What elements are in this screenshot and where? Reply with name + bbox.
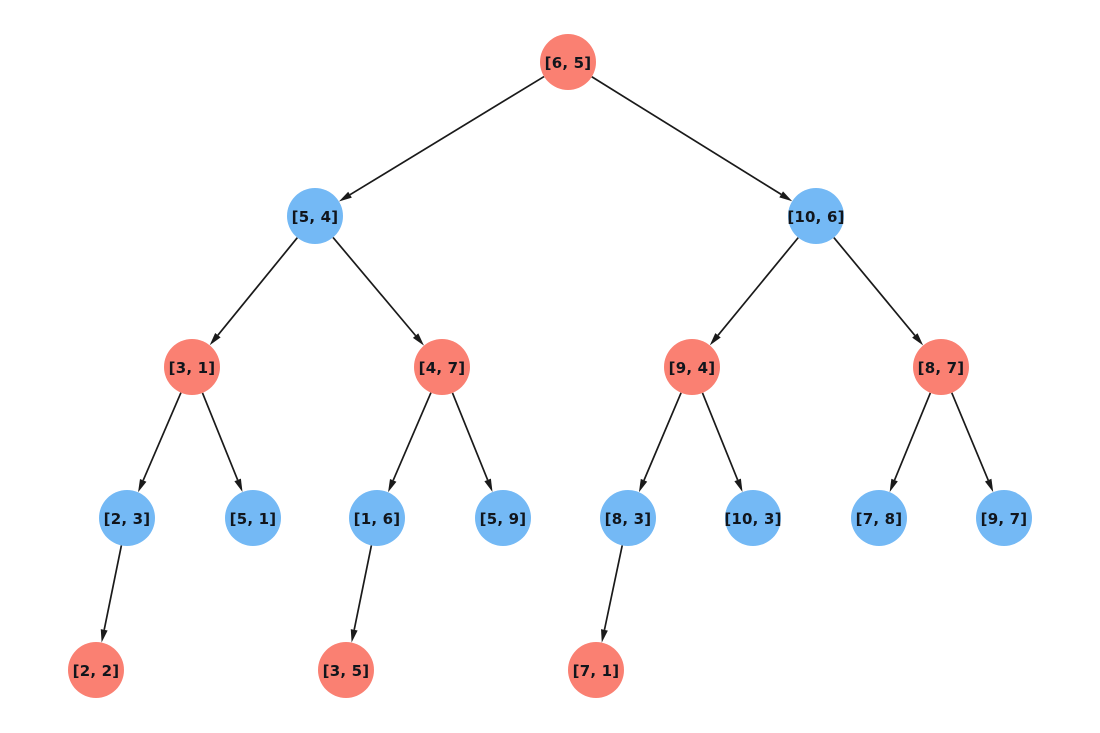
tree-node[interactable]: [4, 7] xyxy=(414,339,470,395)
edge-arrowhead-icon xyxy=(984,478,994,493)
node-circle[interactable] xyxy=(99,490,155,546)
edge-arrowhead-icon xyxy=(350,629,358,643)
tree-node[interactable]: [9, 4] xyxy=(664,339,720,395)
node-circle[interactable] xyxy=(349,490,405,546)
edge-arrowhead-icon xyxy=(734,478,743,493)
tree-node[interactable]: [9, 7] xyxy=(976,490,1032,546)
tree-edge xyxy=(701,392,739,481)
node-label: [4, 7] xyxy=(419,359,466,377)
node-label: [7, 1] xyxy=(573,662,620,680)
tree-node[interactable]: [8, 7] xyxy=(913,339,969,395)
node-circle[interactable] xyxy=(788,188,844,244)
edge-arrowhead-icon xyxy=(912,333,924,346)
tree-node[interactable]: [7, 1] xyxy=(568,642,624,698)
tree-edge xyxy=(643,392,682,481)
edge-arrowhead-icon xyxy=(601,629,608,643)
node-circle[interactable] xyxy=(851,490,907,546)
node-circle[interactable] xyxy=(540,34,596,90)
edge-arrowhead-icon xyxy=(709,333,721,346)
tree-edge xyxy=(142,392,182,481)
tree-edge xyxy=(893,392,932,481)
tree-edge xyxy=(717,237,799,336)
tree-node[interactable]: [1, 6] xyxy=(349,490,405,546)
node-label: [5, 4] xyxy=(292,208,339,226)
edge-arrowhead-icon xyxy=(889,478,898,493)
nodes-group: [6, 5] [5, 4] [10, 6] [3, 1] [4, 7] [9, 4] [8,… xyxy=(68,34,1032,698)
edges-group xyxy=(100,75,994,643)
node-circle[interactable] xyxy=(568,642,624,698)
node-label: [2, 2] xyxy=(73,662,120,680)
tree-node[interactable]: [5, 4] xyxy=(287,188,343,244)
node-label: [7, 8] xyxy=(856,510,903,528)
node-circle[interactable] xyxy=(976,490,1032,546)
tree-node[interactable]: [2, 3] xyxy=(99,490,155,546)
node-label: [8, 7] xyxy=(918,359,965,377)
tree-node[interactable]: [6, 5] xyxy=(540,34,596,90)
node-circle[interactable] xyxy=(725,490,781,546)
node-label: [6, 5] xyxy=(545,54,592,72)
node-label: [10, 6] xyxy=(787,208,844,226)
tree-edge xyxy=(392,392,432,481)
node-circle[interactable] xyxy=(664,339,720,395)
tree-node[interactable]: [2, 2] xyxy=(68,642,124,698)
edge-arrowhead-icon xyxy=(484,478,493,493)
node-label: [10, 3] xyxy=(724,510,781,528)
edge-arrowhead-icon xyxy=(100,629,108,643)
edge-arrowhead-icon xyxy=(388,478,397,493)
node-circle[interactable] xyxy=(475,490,531,546)
tree-edge xyxy=(833,237,916,336)
tree-node[interactable]: [7, 8] xyxy=(851,490,907,546)
edge-arrowhead-icon xyxy=(779,191,793,202)
tree-edge xyxy=(103,545,123,630)
node-label: [1, 6] xyxy=(354,510,401,528)
tree-edge xyxy=(332,236,417,337)
node-circle[interactable] xyxy=(318,642,374,698)
node-label: [5, 9] xyxy=(480,510,527,528)
node-label: [2, 3] xyxy=(104,510,151,528)
edge-arrowhead-icon xyxy=(234,478,243,493)
node-label: [3, 1] xyxy=(169,359,216,377)
tree-edge xyxy=(217,237,298,336)
tree-edge xyxy=(201,392,239,481)
tree-node[interactable]: [5, 9] xyxy=(475,490,531,546)
tree-edge xyxy=(451,392,489,481)
tree-edge xyxy=(950,392,989,481)
node-label: [3, 5] xyxy=(323,662,370,680)
edge-arrowhead-icon xyxy=(338,191,352,202)
node-circle[interactable] xyxy=(68,642,124,698)
tree-node[interactable]: [8, 3] xyxy=(600,490,656,546)
tree-edge xyxy=(603,545,624,631)
node-label: [8, 3] xyxy=(605,510,652,528)
tree-node[interactable]: [5, 1] xyxy=(225,490,281,546)
tree-node[interactable]: [10, 3] xyxy=(724,490,781,546)
tree-edge xyxy=(591,76,782,196)
node-circle[interactable] xyxy=(913,339,969,395)
tree-node[interactable]: [10, 6] xyxy=(787,188,844,244)
tree-edge xyxy=(349,75,545,196)
node-label: [9, 4] xyxy=(669,359,716,377)
node-circle[interactable] xyxy=(287,188,343,244)
tree-node[interactable]: [3, 1] xyxy=(164,339,220,395)
tree-edge xyxy=(353,545,373,630)
edge-arrowhead-icon xyxy=(412,333,424,346)
tree-node[interactable]: [3, 5] xyxy=(318,642,374,698)
node-circle[interactable] xyxy=(414,339,470,395)
node-label: [5, 1] xyxy=(230,510,277,528)
node-label: [9, 7] xyxy=(981,510,1028,528)
node-circle[interactable] xyxy=(225,490,281,546)
node-circle[interactable] xyxy=(164,339,220,395)
node-circle[interactable] xyxy=(600,490,656,546)
edge-arrowhead-icon xyxy=(209,333,221,346)
edge-arrowhead-icon xyxy=(638,478,648,493)
edge-arrowhead-icon xyxy=(138,478,147,493)
